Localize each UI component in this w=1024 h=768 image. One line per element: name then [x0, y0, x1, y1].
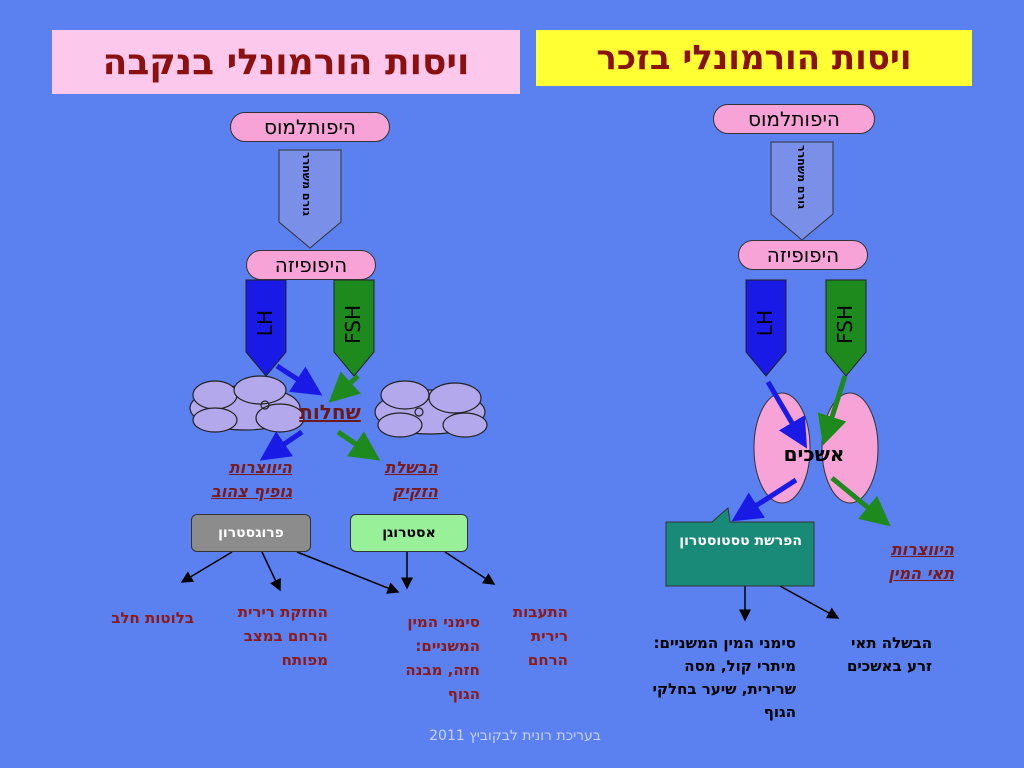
- male-secondary-traits: סימני המין המשניים: מיתרי קול, מסה שרירי…: [652, 634, 796, 721]
- follicle-label: הבשלת הזקיק: [384, 458, 438, 501]
- female-secondary-traits: סימני המין המשניים: חזה, מבנה הגוף: [405, 613, 480, 703]
- male-hypothalamus: היפותלמוס: [713, 104, 875, 134]
- female-title: ויסות הורמונלי בנקבה: [52, 30, 520, 94]
- male-lh-shape: [745, 279, 787, 377]
- ovary-right: [374, 380, 488, 438]
- male-lh-label: LH: [753, 310, 777, 337]
- testosterone-callout: [665, 507, 815, 587]
- female-releasing-arrow: [278, 149, 342, 249]
- sperm-cells-label: היווצרות תאי המין: [888, 540, 954, 583]
- testes-label: אשכים: [783, 442, 845, 466]
- female-hypothalamus: היפותלמוס: [230, 112, 390, 142]
- male-pituitary: היפופיזה: [738, 240, 868, 270]
- female-releasing-label: גורם משחרר: [300, 152, 313, 216]
- estrogen-box: אסטרוגן: [350, 514, 468, 552]
- sperm-maturation-label: הבשלה תאי זרע באשכים: [846, 634, 932, 675]
- female-pituitary: היפופיזה: [246, 250, 376, 280]
- milk-glands-label: בלוטות חלב: [111, 609, 194, 627]
- male-title: ויסות הורמונלי בזכר: [536, 30, 972, 86]
- ovary-left: [189, 375, 305, 433]
- female-fsh-shape: [333, 279, 375, 377]
- progesterone-box: פרוגסטרון: [191, 514, 311, 552]
- footer-credit: בעריכת רונית לבקוביץ 2011: [429, 728, 601, 744]
- male-releasing-label: גורם משחרר: [795, 145, 808, 209]
- uterus-strengthen-label: החזקת רירית הרחם במצב מפותח: [237, 603, 328, 669]
- female-lh-label: LH: [253, 310, 277, 337]
- male-fsh-shape: [825, 279, 867, 377]
- testosterone-label: הפרשת טסטוסטרון: [679, 533, 802, 549]
- uterus-thicken-label: התעבות רירית הרחם: [512, 603, 568, 669]
- male-fsh-label: FSH: [833, 305, 857, 344]
- ovaries-label: שחלות: [299, 400, 361, 424]
- female-fsh-label: FSH: [341, 305, 365, 344]
- male-releasing-arrow: [770, 141, 834, 241]
- corpus-luteum-label: היווצרות גופיף צהוב: [211, 458, 292, 501]
- female-lh-shape: [245, 279, 287, 377]
